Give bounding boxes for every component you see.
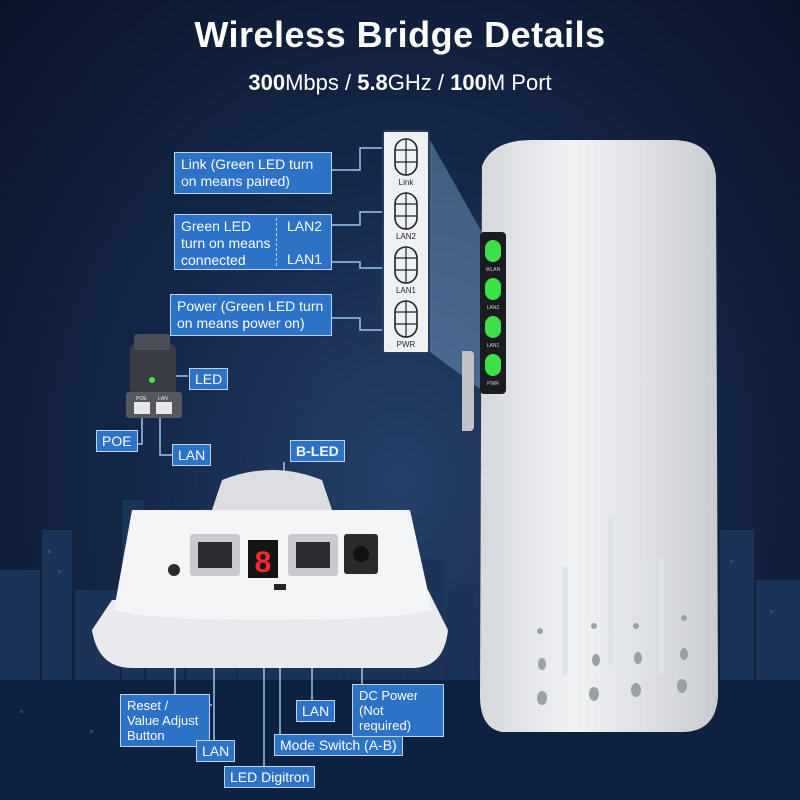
device-led-lan2 <box>485 278 501 300</box>
device-led-pwr <box>485 354 501 376</box>
device-led-lan1 <box>485 316 501 338</box>
svg-text:LAN: LAN <box>158 396 168 402</box>
antenna-led-icon <box>392 192 420 230</box>
lan-bottom-left-tag: LAN <box>196 740 236 762</box>
dc-power-callout: DC Power (Not required) <box>352 684 444 737</box>
poe-adapter-icon: POE LAN <box>126 334 182 418</box>
antenna-led-icon <box>392 246 420 284</box>
device-led-label-lan1: LAN1 <box>487 343 500 349</box>
panel-label-link: Link <box>398 178 414 187</box>
power-callout: Power (Green LED turn on means power on) <box>170 294 332 336</box>
poe-tag: POE <box>96 430 138 452</box>
device-led-label-lan2: LAN2 <box>487 305 500 311</box>
lan-adapter-tag: LAN <box>172 444 212 466</box>
lan1-text: LAN1 <box>287 251 323 267</box>
antenna-led-icon <box>392 138 420 176</box>
lan2-text: LAN2 <box>287 218 323 234</box>
device-led-label-pwr: PWR <box>487 381 499 387</box>
panel-label-pwr: PWR <box>396 340 416 349</box>
svg-text:POE: POE <box>136 396 147 402</box>
spec-subtitle: 300Mbps / 5.8GHz / 100M Port <box>248 70 552 95</box>
led-tag: LED <box>189 368 229 390</box>
lan-bottom-right-tag: LAN <box>296 700 336 722</box>
device-led-label-wlan: WLAN <box>486 267 501 273</box>
page-title: Wireless Bridge Details <box>194 14 606 55</box>
mode-switch-tag: Mode Switch (A-B) <box>274 734 403 756</box>
led-digitron-tag: LED Digitron <box>224 766 316 788</box>
led-digitron-display: 8 <box>255 546 272 579</box>
panel-label-lan2: LAN2 <box>395 232 416 241</box>
link-callout: Link (Green LED turn on means paired) <box>174 152 332 194</box>
bridge-bottom-ports: 8 <box>92 470 448 668</box>
reset-callout: Reset / Value Adjust Button <box>120 694 210 747</box>
green-led-text: Green LED turn on means connected <box>181 218 277 268</box>
green-led-callout: Green LED turn on means connected LAN2 L… <box>174 214 332 270</box>
antenna-led-icon <box>392 300 420 338</box>
panel-label-lan1: LAN1 <box>395 286 416 295</box>
device-led-wlan <box>485 240 501 262</box>
b-led-tag: B-LED <box>290 440 345 462</box>
